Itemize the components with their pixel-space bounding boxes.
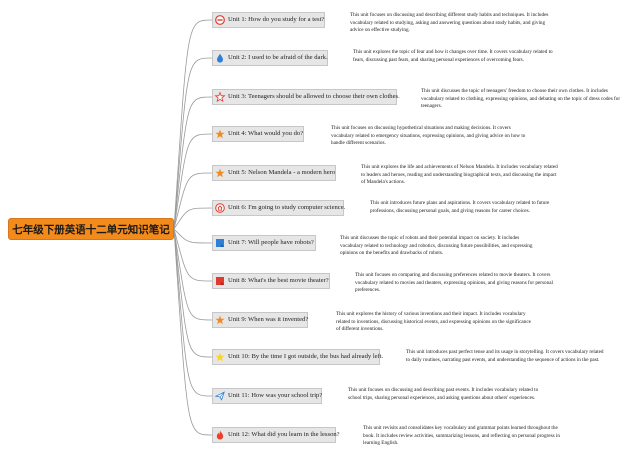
connector-line-2	[173, 57, 213, 230]
unit-topic-9[interactable]: Unit 9: When was it invented?	[212, 312, 308, 328]
paper-plane-icon	[214, 391, 225, 401]
unit-topic-label: Unit 6: I'm going to study computer scie…	[228, 204, 346, 211]
red-flag-icon	[216, 277, 224, 285]
unit-topic-label: Unit 2: I used to be afraid of the dark.	[228, 54, 328, 61]
star-icon	[215, 168, 225, 178]
unit-description-5: This unit explores the life and achievem…	[361, 164, 558, 186]
unit-topic-label: Unit 7: Will people have robots?	[228, 239, 314, 246]
connector-line-9	[173, 228, 213, 321]
unit-description-11: This unit focuses on discussing and desc…	[348, 387, 539, 401]
water-drop-icon	[217, 53, 223, 63]
unit-description-9: This unit explores the history of variou…	[336, 311, 531, 333]
unit-topic-label: Unit 8: What's the best movie theater?	[228, 277, 329, 284]
unit-topic-3[interactable]: Unit 3: Teenagers should be allowed to c…	[212, 89, 400, 105]
connector-line-6	[173, 207, 213, 230]
unit-description-6: This unit introduces future plans and as…	[370, 200, 550, 214]
connector-line-8	[173, 228, 213, 282]
yellow-star-icon	[215, 352, 225, 362]
connector-line-5	[173, 172, 213, 230]
unit-topic-label: Unit 1: How do you study for a test?	[228, 16, 325, 23]
unit-description-10: This unit introduces past perfect tense …	[406, 349, 604, 363]
unit-topic-label: Unit 5: Nelson Mandela - a modern hero	[228, 169, 336, 176]
unit-description-1: This unit focuses on discussing and desc…	[350, 12, 549, 34]
unit-topic-label: Unit 9: When was it invented?	[228, 316, 309, 323]
connector-line-4	[173, 133, 213, 230]
unit-topic-label: Unit 11: How was your school trip?	[228, 392, 323, 399]
unit-description-3: This unit discusses the topic of teenage…	[421, 88, 621, 110]
connector-line-1	[173, 19, 213, 230]
unit-topic-10[interactable]: Unit 10: By the time I got outside, the …	[212, 349, 384, 365]
unit-topic-label: Unit 10: By the time I got outside, the …	[228, 353, 384, 360]
unit-description-12: This unit revisits and consolidates key …	[363, 425, 560, 447]
home-icon	[215, 203, 225, 213]
unit-description-7: This unit discusses the topic of robots …	[340, 235, 533, 257]
unit-topic-label: Unit 12: What did you learn in the lesso…	[228, 431, 340, 438]
unit-topic-5[interactable]: Unit 5: Nelson Mandela - a modern hero	[212, 165, 336, 181]
no-entry-icon	[215, 15, 225, 25]
unit-topic-12[interactable]: Unit 12: What did you learn in the lesso…	[212, 427, 340, 443]
connector-line-7	[173, 228, 213, 244]
unit-description-8: This unit focuses on comparing and discu…	[355, 272, 553, 294]
unit-topic-label: Unit 4: What would you do?	[228, 130, 304, 137]
unit-topic-label: Unit 3: Teenagers should be allowed to c…	[228, 93, 400, 100]
unit-topic-4[interactable]: Unit 4: What would you do?	[212, 126, 304, 142]
connector-line-3	[173, 96, 213, 230]
unit-topic-6[interactable]: Unit 6: I'm going to study computer scie…	[212, 200, 346, 216]
unit-description-2: This unit explores the topic of fear and…	[353, 49, 553, 63]
unit-topic-11[interactable]: Unit 11: How was your school trip?	[212, 388, 322, 404]
unit-topic-1[interactable]: Unit 1: How do you study for a test?	[212, 12, 325, 28]
flame-icon	[216, 430, 224, 440]
unit-topic-2[interactable]: Unit 2: I used to be afraid of the dark.	[212, 50, 328, 66]
blue-flag-icon	[216, 239, 224, 247]
connector-line-12	[173, 228, 213, 436]
star-outline-icon	[214, 91, 226, 103]
connector-line-11	[173, 228, 213, 397]
unit-description-4: This unit focuses on discussing hypothet…	[331, 125, 526, 147]
connector-line-10	[173, 228, 213, 358]
unit-topic-7[interactable]: Unit 7: Will people have robots?	[212, 235, 316, 251]
star-icon	[215, 315, 225, 325]
root-topic[interactable]: 七年级下册英语十二单元知识笔记	[8, 218, 174, 240]
unit-topic-8[interactable]: Unit 8: What's the best movie theater?	[212, 273, 330, 289]
star-icon	[215, 129, 225, 139]
